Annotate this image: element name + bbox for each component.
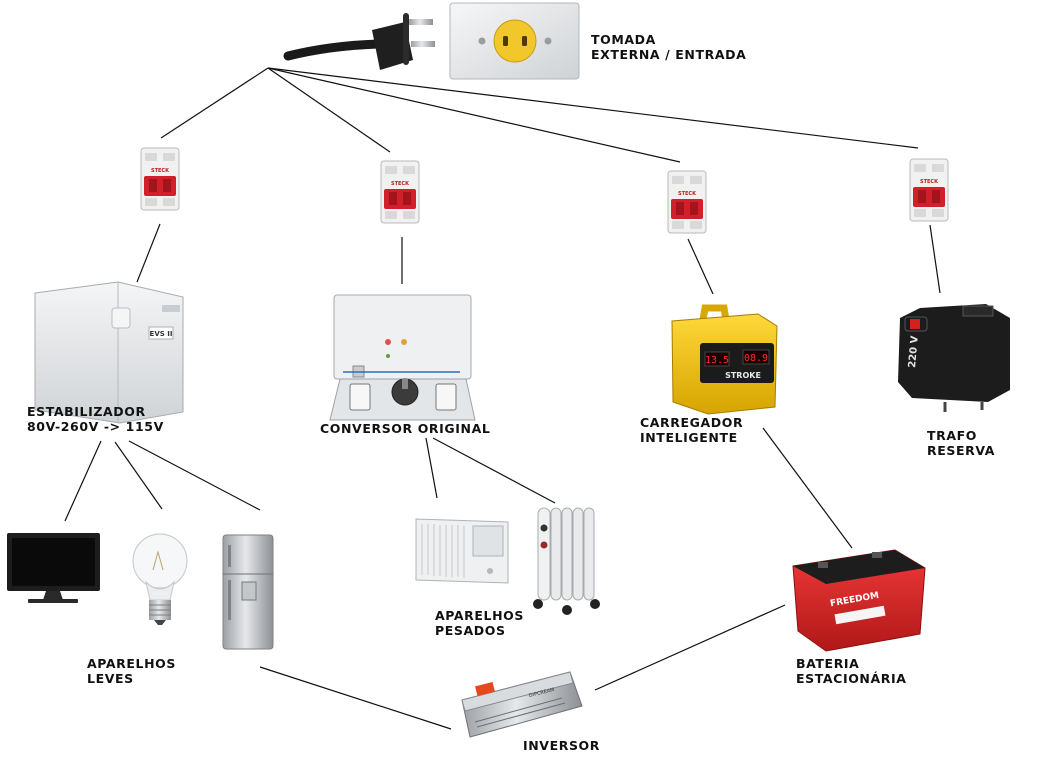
label-bateria-line-2: ESTACIONÁRIA [796, 671, 907, 686]
stabilizer-badge: EVS II [150, 330, 173, 338]
oil-heater-icon [533, 507, 600, 615]
label-trafo-line-1: TRAFO [927, 428, 977, 443]
label-trafo: TRAFO RESERVA [927, 428, 995, 458]
circuit-breaker-icon-1 [140, 147, 180, 211]
label-carregador-line-1: CARREGADOR [640, 415, 744, 430]
label-conversor: CONVERSOR ORIGINAL [320, 421, 490, 436]
line-hub-breaker-3 [267, 67, 681, 163]
circuit-breaker-icon-2 [380, 160, 420, 224]
label-estabilizador-line-2: 80V-260V -> 115V [27, 419, 164, 434]
voltage-stabilizer-icon: EVS II [34, 281, 184, 424]
power-plug-icon [283, 13, 435, 70]
label-trafo-line-2: RESERVA [927, 443, 996, 458]
label-tomada-line-2: EXTERNA / ENTRADA [591, 47, 747, 62]
label-carregador-line-2: INTELIGENTE [640, 430, 738, 445]
light-bulb-icon [132, 533, 188, 625]
line-hub-breaker-1 [160, 67, 269, 139]
line-converter-ac [425, 437, 438, 499]
line-stabilizer-fridge [128, 440, 261, 511]
line-converter-heater [432, 437, 556, 504]
battery-charger-icon: 13.5 08.9 STROKE [671, 304, 778, 415]
label-aparelhos-leves: APARELHOS LEVES [87, 656, 176, 686]
battery-icon: FREEDOM [792, 549, 926, 652]
line-charger-battery [762, 427, 853, 549]
charger-brand: STROKE [725, 371, 761, 380]
line-breaker-4-trafo [929, 224, 941, 294]
wall-outlet-icon [449, 2, 580, 80]
trafo-voltage: 220 V [907, 335, 921, 368]
line-stabilizer-tv [64, 440, 102, 522]
label-leves-line-2: LEVES [87, 671, 134, 686]
line-breaker-1-stabilizer [136, 223, 161, 283]
label-bateria-line-1: BATERIA [796, 656, 860, 671]
label-conversor-line-1: CONVERSOR ORIGINAL [320, 421, 491, 436]
charger-display-2: 08.9 [744, 353, 768, 364]
label-aparelhos-pesados: APARELHOS PESADOS [435, 608, 524, 638]
transformer-icon: 220 V [898, 304, 1010, 412]
air-conditioner-icon [415, 518, 509, 584]
label-tomada: TOMADA EXTERNA / ENTRADA [591, 32, 746, 62]
label-carregador: CARREGADOR INTELIGENTE [640, 415, 743, 445]
television-icon [7, 533, 100, 603]
label-bateria: BATERIA ESTACIONÁRIA [796, 656, 907, 686]
circuit-breaker-icon-3 [667, 170, 707, 234]
label-estabilizador: ESTABILIZADOR 80V-260V -> 115V [27, 404, 164, 434]
label-leves-line-1: APARELHOS [87, 656, 176, 671]
line-fridge-inverter [259, 666, 452, 730]
line-hub-breaker-2 [267, 67, 391, 153]
label-inversor-line-1: INVERSOR [523, 738, 601, 753]
power-inverter-icon: DIPCREAM [461, 671, 583, 738]
voltage-converter-icon [329, 294, 476, 421]
line-stabilizer-bulb [114, 441, 163, 510]
charger-display-1: 13.5 [705, 355, 729, 366]
circuit-breaker-icon-4 [909, 158, 949, 222]
label-pesados-line-2: PESADOS [435, 623, 506, 638]
line-battery-inverter [594, 604, 786, 691]
label-tomada-line-1: TOMADA [591, 32, 656, 47]
connection-lines [64, 67, 941, 730]
refrigerator-icon [222, 534, 274, 650]
line-hub-breaker-4 [267, 67, 919, 149]
line-breaker-3-charger [687, 238, 714, 295]
label-inversor: INVERSOR [523, 738, 600, 753]
label-estabilizador-line-1: ESTABILIZADOR [27, 404, 146, 419]
label-pesados-line-1: APARELHOS [435, 608, 524, 623]
